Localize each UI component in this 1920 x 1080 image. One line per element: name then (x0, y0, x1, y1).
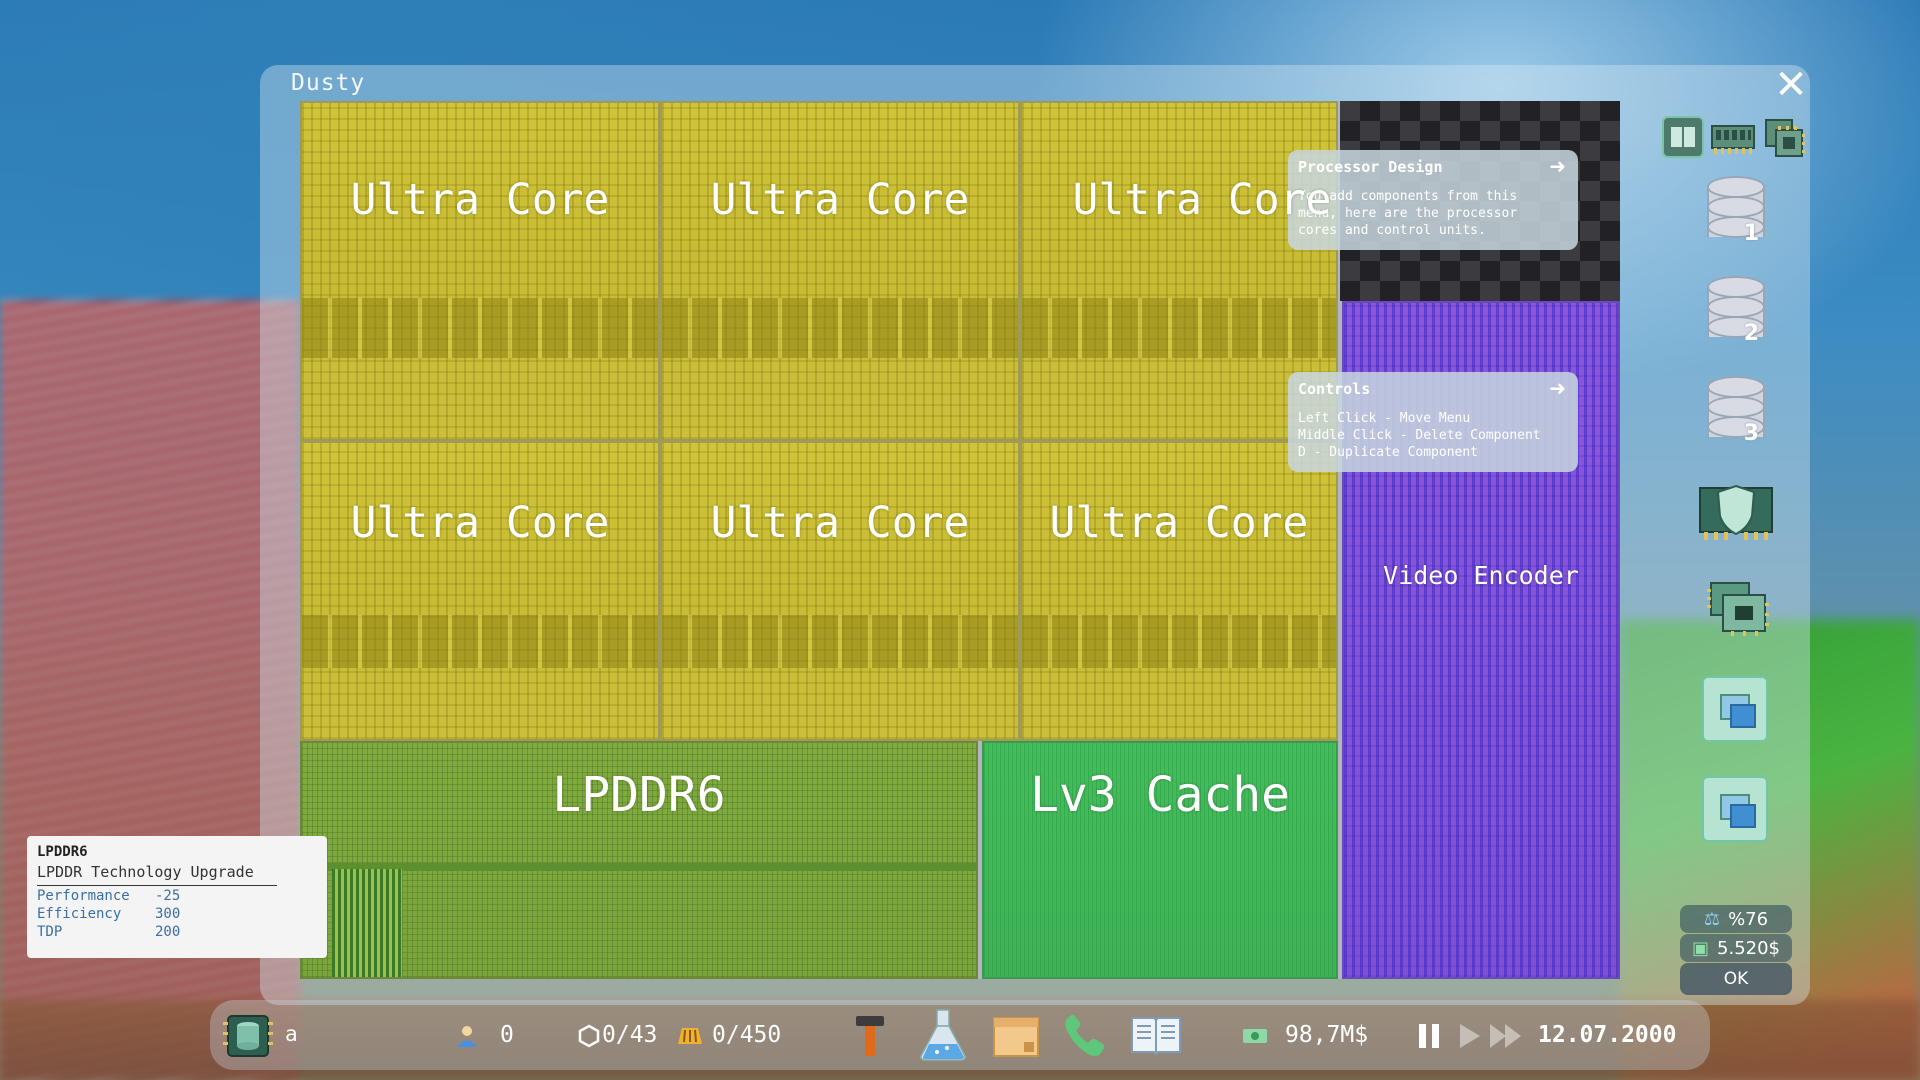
graphics-unit-icon[interactable] (1702, 676, 1768, 742)
info-stat-row: Efficiency 300 (37, 906, 317, 922)
money-value: 98,7M$ (1285, 1022, 1369, 1048)
book-icon[interactable] (1128, 1012, 1184, 1058)
core-block[interactable]: Ultra Core (660, 441, 1020, 741)
production-icon (676, 1024, 704, 1046)
storage-1-icon[interactable]: 1 (1707, 176, 1765, 248)
media-unit-icon[interactable] (1702, 776, 1768, 842)
box-icon[interactable] (990, 1012, 1042, 1060)
core-label: Ultra Core (710, 498, 970, 548)
background-road (0, 1000, 1920, 1080)
storage-3-icon[interactable]: 3 (1707, 376, 1765, 448)
core-block[interactable]: Ultra Core (300, 441, 660, 741)
company-chip-icon[interactable] (222, 1010, 274, 1062)
phone-icon[interactable] (1058, 1010, 1110, 1062)
core-block[interactable]: Ultra Core (300, 101, 660, 441)
memory-tab-icon[interactable] (1710, 118, 1756, 158)
stat-value: 300 (155, 906, 181, 922)
efficiency-stat: ⚖ %76 (1680, 905, 1792, 933)
fast-forward-button[interactable] (1488, 1022, 1524, 1050)
money-icon (1242, 1026, 1268, 1046)
core-label: Ultra Core (1072, 175, 1332, 225)
info-stat-row: TDP 200 (37, 924, 317, 940)
window-title: Dusty (291, 70, 366, 96)
research-hex-icon (578, 1024, 600, 1048)
core-block[interactable]: Ultra Core (660, 101, 1020, 441)
game-date: 12.07.2000 (1538, 1022, 1677, 1048)
chip-tab-icon[interactable] (1762, 116, 1806, 160)
tooltip-body: You add components from this menu, here … (1298, 189, 1518, 238)
cache-label: Lv3 Cache (1029, 767, 1291, 823)
storage-number: 1 (1743, 221, 1759, 246)
background-stadium (0, 300, 300, 1080)
controller-chip-icon[interactable] (1703, 575, 1773, 641)
memory-bus-line (302, 863, 976, 871)
stat-label: TDP (37, 924, 63, 940)
component-info-panel: LPDDR6 LPDDR Technology Upgrade Performa… (27, 836, 327, 958)
component-toolbar: 1 2 3 (1658, 100, 1808, 1000)
info-title: LPDDR6 (37, 844, 88, 860)
core-label: Ultra Core (1049, 498, 1309, 548)
stat-value: -25 (155, 888, 181, 904)
stat-label: Performance (37, 888, 130, 904)
tooltip-body: Left Click - Move Menu Middle Click - De… (1298, 411, 1541, 460)
stat-value: 200 (155, 924, 181, 940)
storage-2-icon[interactable]: 2 (1707, 276, 1765, 348)
close-button[interactable]: ✕ (1774, 62, 1808, 108)
research-count: 0/43 (602, 1022, 658, 1048)
storage-number: 3 (1743, 421, 1759, 446)
controls-tooltip: Controls ➜ Left Click - Move Menu Middle… (1288, 372, 1578, 472)
ok-button[interactable]: OK (1680, 963, 1792, 995)
balance-icon: ⚖ (1703, 908, 1721, 930)
money-icon: ▣ (1692, 937, 1710, 959)
stat-label: Efficiency (37, 906, 122, 922)
core-label: Ultra Core (350, 175, 610, 225)
bottom-status-bar: a 0 0/43 0/450 98,7M$ 12.07.2000 (210, 1000, 1710, 1070)
employee-icon (455, 1024, 479, 1048)
arrow-right-icon[interactable]: ➜ (1549, 154, 1566, 178)
memory-block[interactable]: LPDDR6 (300, 741, 978, 979)
arrow-right-icon[interactable]: ➜ (1549, 376, 1566, 400)
memory-label: LPDDR6 (552, 767, 726, 823)
tooltip-title: Controls (1298, 380, 1371, 398)
info-stat-row: Performance -25 (37, 888, 317, 904)
core-block[interactable]: Ultra Core (1020, 101, 1338, 441)
price-value: 5.520$ (1717, 937, 1780, 959)
info-subtitle: LPDDR Technology Upgrade (37, 863, 277, 886)
price-stat: ▣ 5.520$ (1680, 934, 1792, 962)
core-label: Ultra Core (710, 175, 970, 225)
cache-block[interactable]: Lv3 Cache (982, 741, 1338, 979)
production-count: 0/450 (712, 1022, 782, 1048)
processor-design-tooltip: Processor Design ➜ You add components fr… (1288, 150, 1578, 250)
memory-patch (332, 869, 402, 977)
hammer-icon[interactable] (845, 1010, 895, 1060)
tooltip-title: Processor Design (1298, 158, 1443, 176)
video-encoder-label: Video Encoder (1383, 561, 1579, 590)
play-button[interactable] (1455, 1022, 1483, 1050)
storage-number: 2 (1743, 321, 1759, 346)
core-block[interactable]: Ultra Core (1020, 441, 1338, 741)
efficiency-value: %76 (1728, 908, 1769, 930)
core-label: Ultra Core (350, 498, 610, 548)
security-chip-icon[interactable] (1698, 480, 1774, 544)
employee-count: 0 (500, 1022, 514, 1048)
flask-icon[interactable] (915, 1008, 971, 1062)
pause-button[interactable] (1415, 1022, 1443, 1050)
layout-tab-icon[interactable] (1662, 116, 1704, 158)
company-name: a (285, 1022, 298, 1046)
